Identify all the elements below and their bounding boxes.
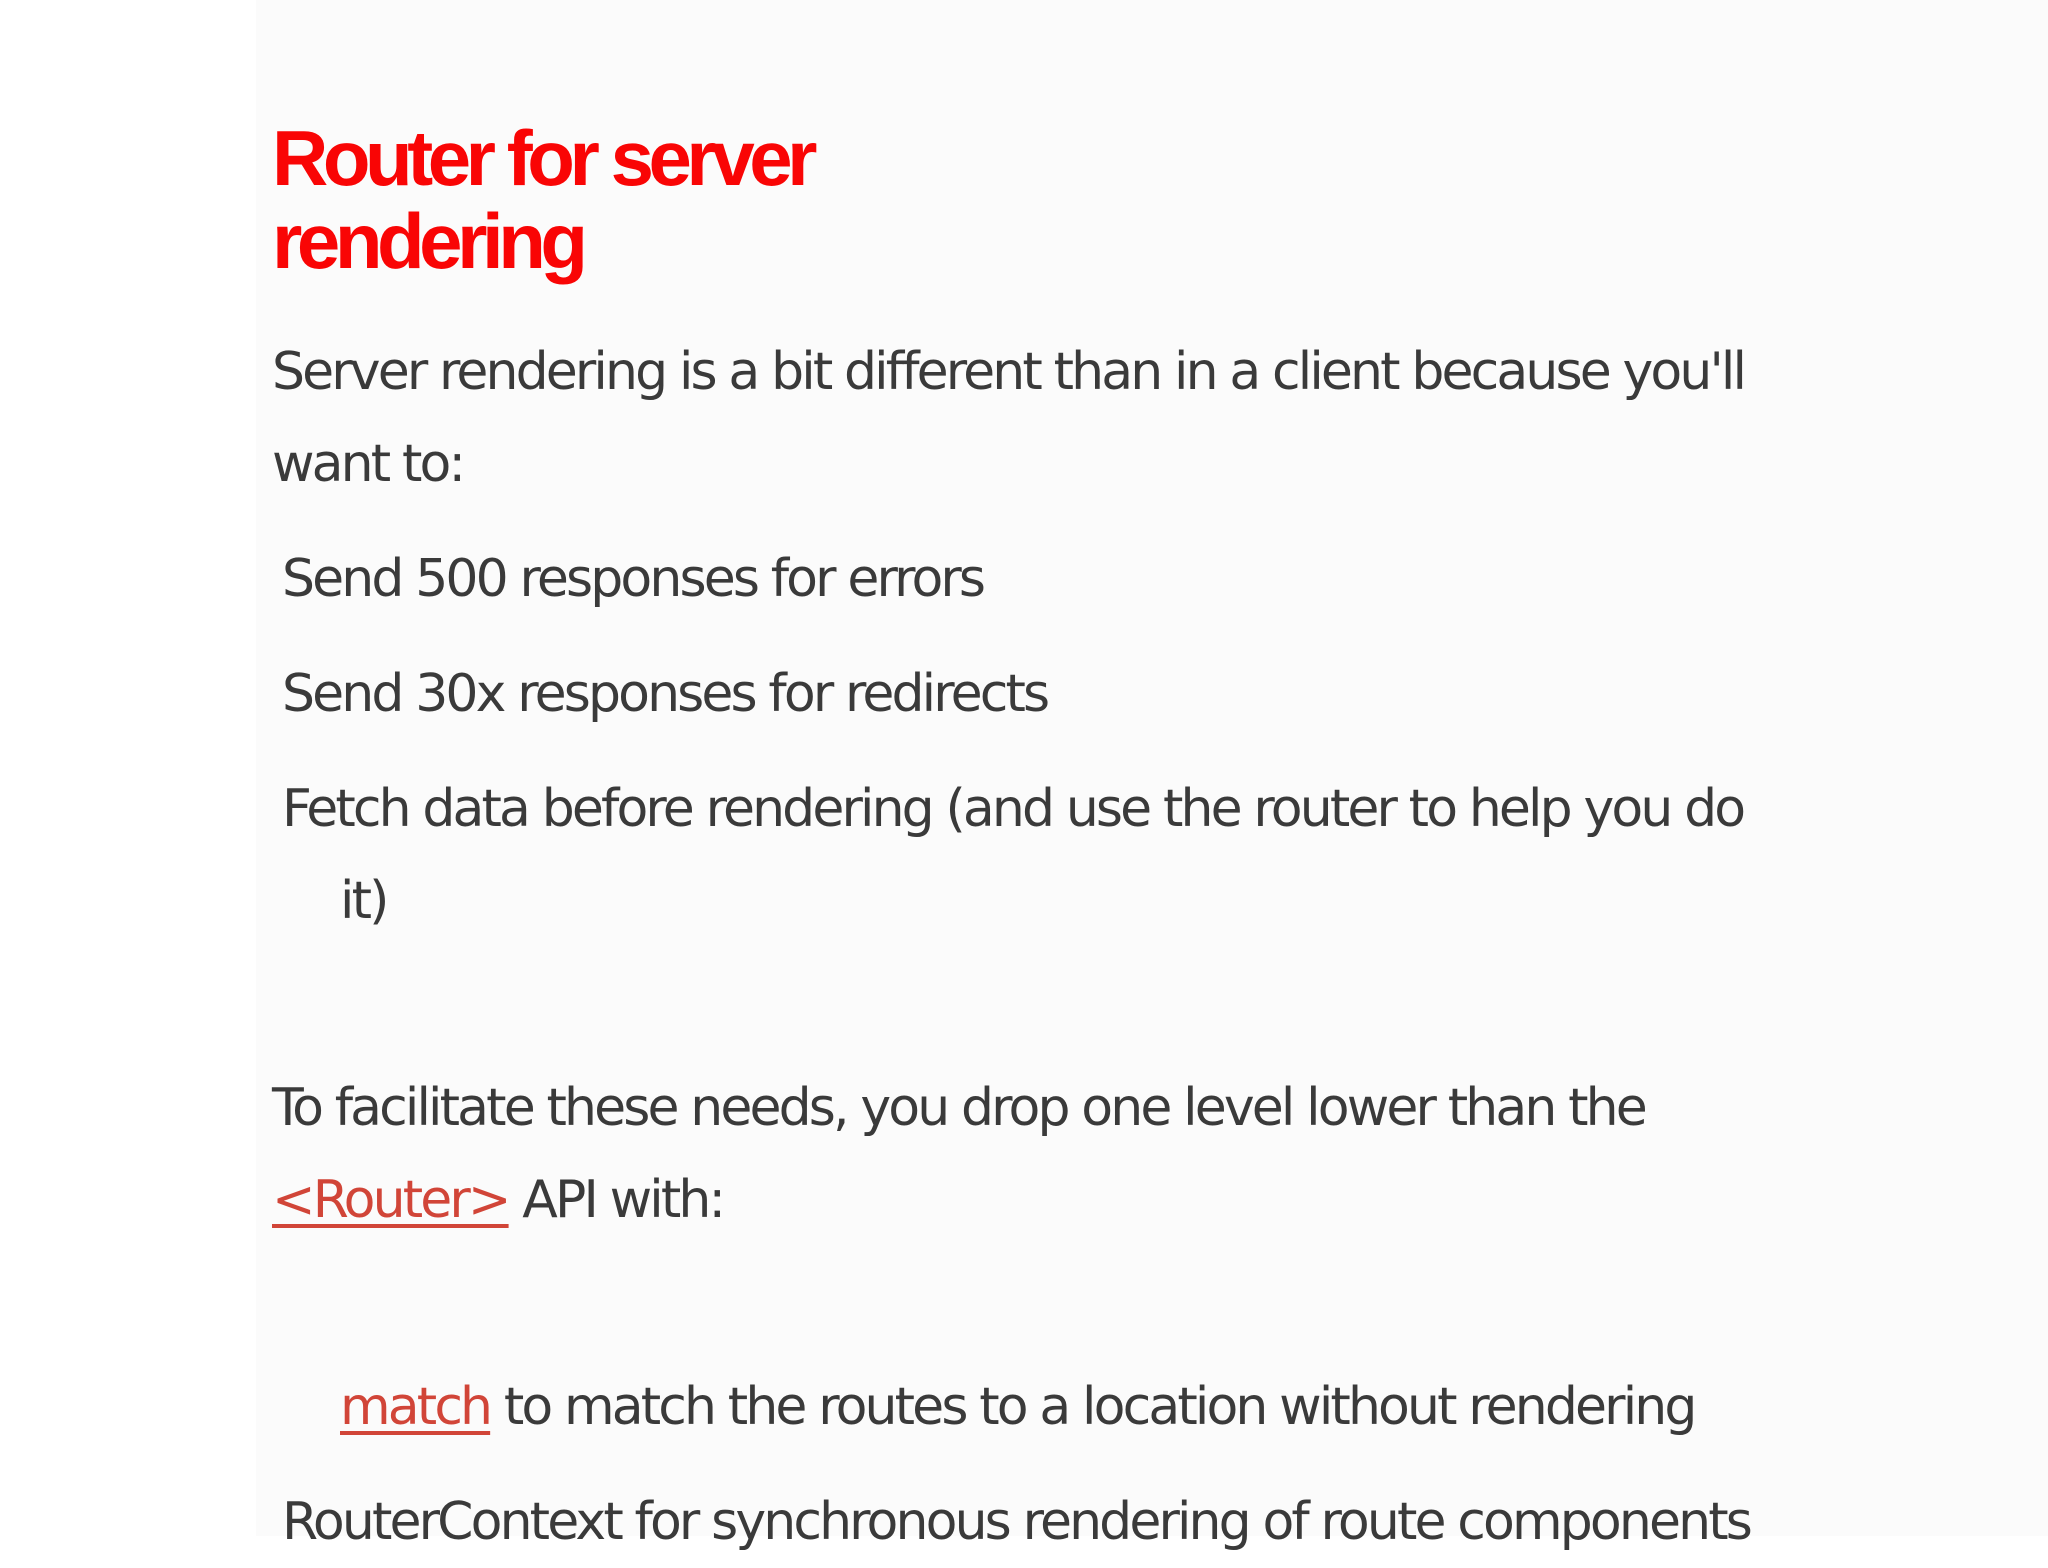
list-item: RouterContext for synchronous rendering …: [282, 1492, 1753, 1552]
api-list: match to match the routes to a location …: [272, 1269, 2008, 1568]
paragraph-text: To facilitate these needs, you drop one …: [272, 1078, 1648, 1138]
router-link[interactable]: <Router>: [272, 1170, 511, 1230]
list-item: match to match the routes to a location …: [340, 1269, 2008, 1453]
list-item: Send 30x responses for redirects: [282, 664, 1050, 724]
paragraph-text: API with:: [508, 1170, 726, 1230]
facilitate-paragraph: To facilitate these needs, you drop one …: [272, 970, 2008, 1246]
list-item: Send 500 responses for errors: [282, 549, 986, 609]
needs-list: Send 500 responses for errors Send 30x r…: [272, 533, 2008, 947]
list-item: Fetch data before rendering (and use the…: [282, 779, 1746, 931]
page-title: Router for server rendering: [272, 114, 818, 285]
intro-paragraph: Server rendering is a bit different than…: [272, 342, 1747, 494]
list-item-text: to match the routes to a location withou…: [490, 1377, 1698, 1437]
match-link[interactable]: match: [340, 1377, 493, 1437]
document-content: Router for server rendering Server rende…: [256, 0, 2048, 1552]
